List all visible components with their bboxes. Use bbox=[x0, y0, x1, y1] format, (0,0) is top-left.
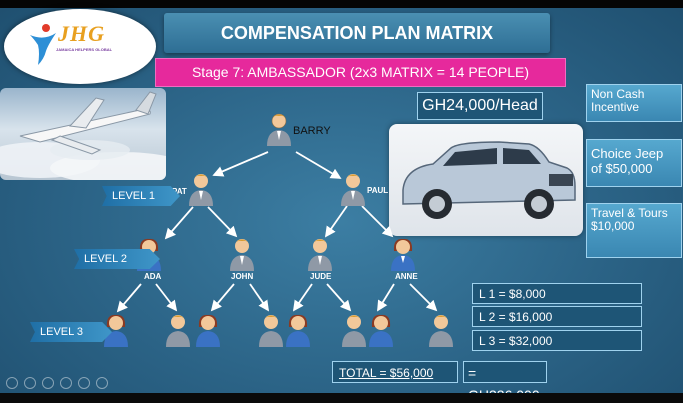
arrow-anne-l3a bbox=[377, 283, 395, 312]
node-label-ada: ADA bbox=[144, 272, 162, 281]
person-icon bbox=[104, 314, 128, 347]
level-3-label: LEVEL 3 bbox=[30, 322, 112, 342]
person-icon bbox=[342, 315, 366, 347]
arrow-jude-l3b bbox=[326, 283, 352, 312]
bottom-bar bbox=[0, 393, 683, 403]
person-icon bbox=[429, 315, 453, 347]
price-per-head: GH24,000/Head bbox=[417, 92, 543, 120]
earnings-level-3: L 3 = $32,000 bbox=[472, 330, 642, 351]
arrow-john-l3a bbox=[210, 283, 235, 312]
arrow-barry-pat bbox=[212, 151, 269, 177]
logo-figure-icon bbox=[30, 24, 56, 65]
node-label-john: JOHN bbox=[231, 272, 254, 281]
prev-slide-control[interactable] bbox=[6, 377, 18, 389]
person-icon bbox=[391, 238, 415, 271]
level-2-label: LEVEL 2 bbox=[74, 249, 160, 269]
arrow-john-l3b bbox=[249, 283, 270, 312]
airplane-image bbox=[0, 88, 166, 180]
incentive-jeep: Choice Jeep of $50,000 bbox=[586, 139, 682, 187]
person-icon bbox=[189, 174, 213, 206]
person-icon bbox=[341, 174, 365, 206]
jeep-icon bbox=[402, 141, 576, 219]
total-usd: TOTAL = $56,000 bbox=[332, 361, 458, 383]
slides-grid-control[interactable] bbox=[60, 377, 72, 389]
arrow-ada-l3a bbox=[116, 283, 142, 313]
airplane-icon bbox=[0, 91, 166, 180]
pen-tool-control[interactable] bbox=[42, 377, 54, 389]
level-1-label: LEVEL 1 bbox=[102, 186, 180, 206]
person-icon bbox=[259, 315, 283, 347]
node-label-paul: PAUL bbox=[367, 186, 389, 195]
person-icon bbox=[369, 314, 393, 347]
more-options-control[interactable] bbox=[96, 377, 108, 389]
total-ghs: = GH336,000 bbox=[463, 361, 547, 403]
logo-subtitle: JAMAICA HELPERS GLOBAL bbox=[56, 47, 113, 52]
node-label-pat: PAT bbox=[172, 187, 187, 196]
logo: JHG JAMAICA HELPERS GLOBAL bbox=[4, 9, 156, 84]
stage-banner: Stage 7: AMBASSADOR (2x3 MATRIX = 14 PEO… bbox=[155, 58, 566, 87]
person-icon bbox=[230, 239, 254, 271]
arrow-paul-anne bbox=[361, 205, 394, 238]
page-title: COMPENSATION PLAN MATRIX bbox=[164, 13, 550, 53]
arrow-barry-paul bbox=[295, 151, 342, 179]
earnings-level-2: L 2 = $16,000 bbox=[472, 306, 642, 327]
arrow-jude-l3a bbox=[292, 283, 313, 312]
next-slide-control[interactable] bbox=[24, 377, 36, 389]
zoom-control[interactable] bbox=[78, 377, 90, 389]
person-icon bbox=[286, 314, 310, 347]
arrow-anne-l3b bbox=[409, 283, 438, 312]
person-icon bbox=[196, 314, 220, 347]
arrow-paul-jude bbox=[324, 205, 348, 238]
node-label-anne: ANNE bbox=[395, 272, 418, 281]
arrow-ada-l3b bbox=[155, 283, 178, 312]
person-icon bbox=[308, 239, 332, 271]
earnings-level-1: L 1 = $8,000 bbox=[472, 283, 642, 304]
jeep-image bbox=[389, 124, 583, 236]
node-label-jude: JUDE bbox=[310, 272, 332, 281]
person-icon bbox=[267, 113, 291, 146]
incentive-non-cash: Non Cash Incentive bbox=[586, 84, 682, 122]
person-icon bbox=[166, 315, 190, 347]
logo-text: JHG bbox=[58, 21, 105, 46]
arrow-pat-john bbox=[207, 206, 238, 238]
top-bar bbox=[0, 0, 683, 8]
node-label-root: BARRY bbox=[293, 125, 331, 137]
incentive-travel: Travel & Tours $10,000 bbox=[586, 203, 682, 258]
arrow-pat-ada bbox=[164, 206, 194, 240]
